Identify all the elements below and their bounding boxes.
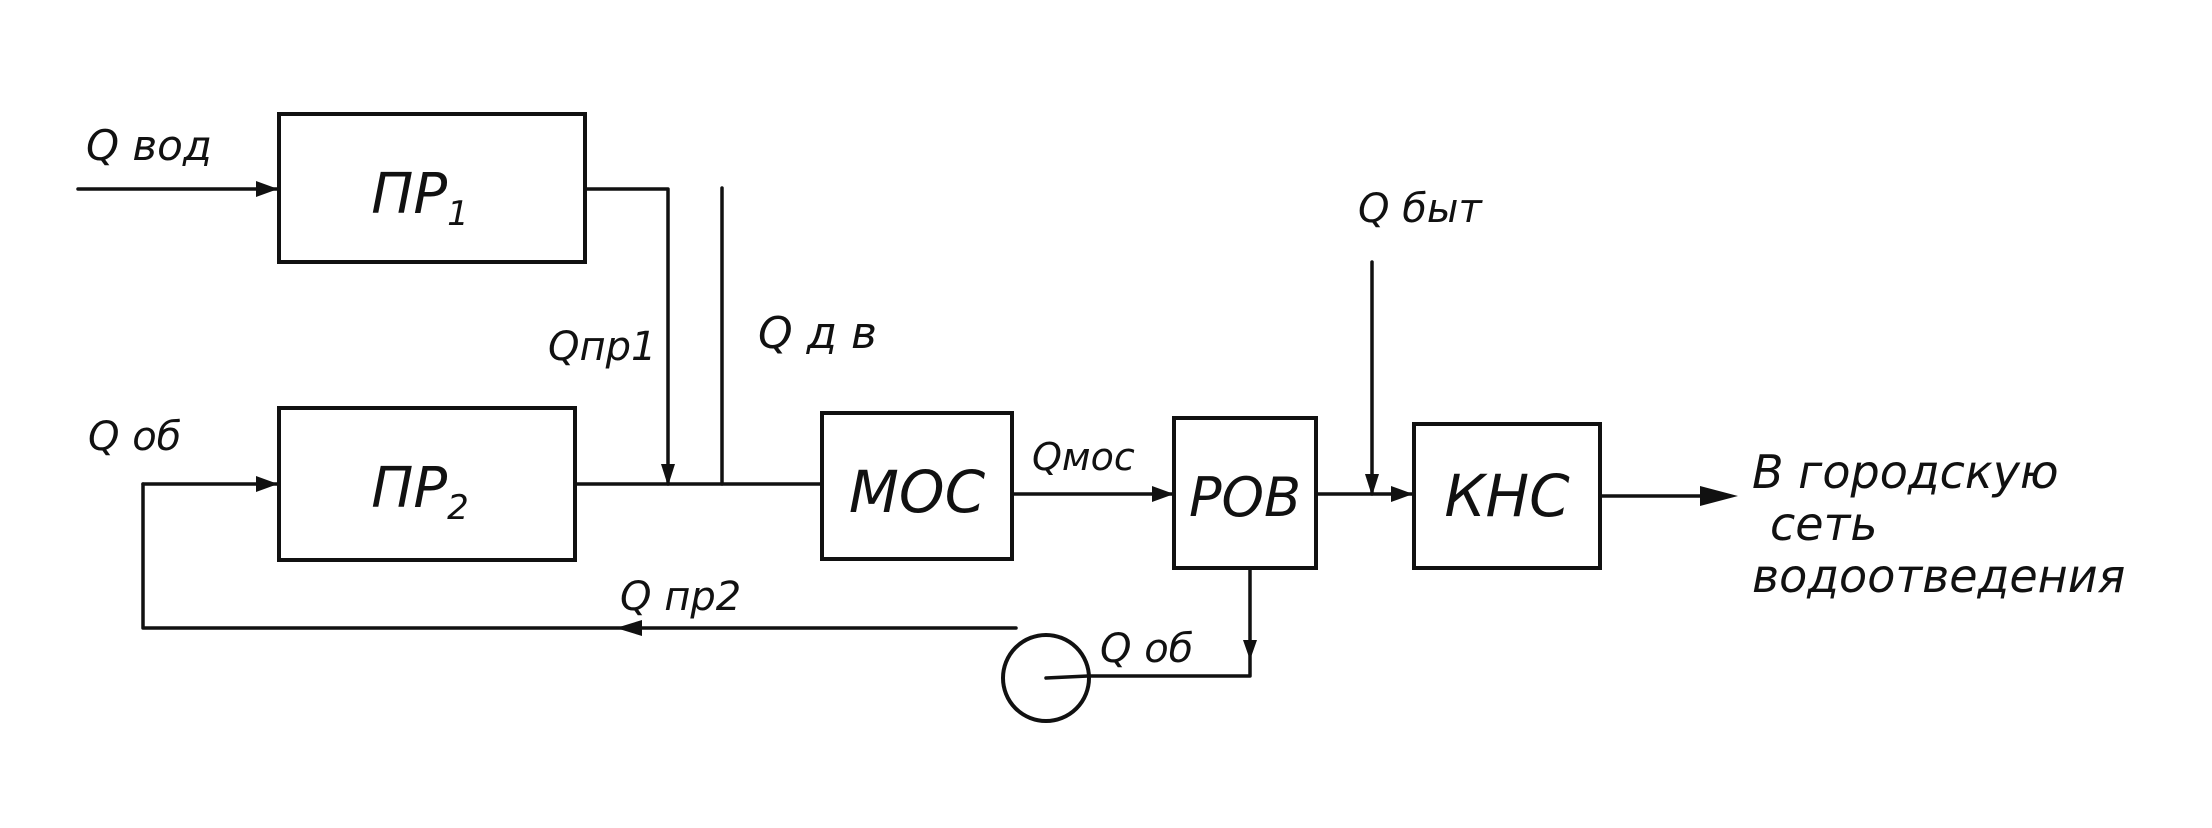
block-pr2 [277, 406, 577, 562]
flow-label-q-ob-left: Q об [88, 414, 181, 460]
arrow-rov-down [1243, 640, 1257, 660]
block-rov [1172, 416, 1318, 570]
flow-label-q-ob-bottom: Q об [1100, 626, 1193, 672]
output-line-3: водоотведения [1752, 549, 2125, 603]
arrow-into-pr1 [256, 181, 278, 197]
arrow-into-kns [1391, 486, 1413, 502]
arrow-output [1700, 486, 1738, 506]
flow-label-q-pr1: Qпр1 [548, 324, 656, 370]
line-pr1-output [584, 187, 670, 486]
block-rov-label: РОВ [1189, 466, 1301, 529]
flow-label-q-pr2: Q пр2 [620, 574, 741, 620]
pump-stub [1044, 674, 1090, 680]
flow-label-q-byt: Q быт [1358, 186, 1483, 232]
arrow-into-rov [1152, 486, 1174, 502]
block-pr1 [277, 112, 587, 264]
output-line-1: В городскую [1752, 445, 2059, 499]
arrow-into-pr2 [256, 476, 278, 492]
output-line-2: сеть [1770, 497, 1878, 551]
block-kns-label: КНС [1444, 462, 1570, 530]
block-kns [1412, 422, 1602, 570]
arrow-loop-left [616, 620, 642, 636]
flow-label-q-mos: Qмос [1032, 435, 1135, 479]
flow-label-q-vod: Q вод [86, 121, 212, 170]
line-recirculation-loop [141, 482, 1018, 630]
arrow-q-byt-down [1365, 474, 1379, 496]
block-mos-label: МОС [849, 458, 986, 526]
line-rov-to-pump [1086, 566, 1252, 678]
block-pr1-label: ПР1 [371, 162, 469, 234]
arrow-pr1-down [661, 464, 675, 486]
block-mos [820, 411, 1014, 561]
flow-label-q-dv: Q д в [758, 308, 877, 359]
block-pr2-label: ПР2 [371, 456, 469, 528]
